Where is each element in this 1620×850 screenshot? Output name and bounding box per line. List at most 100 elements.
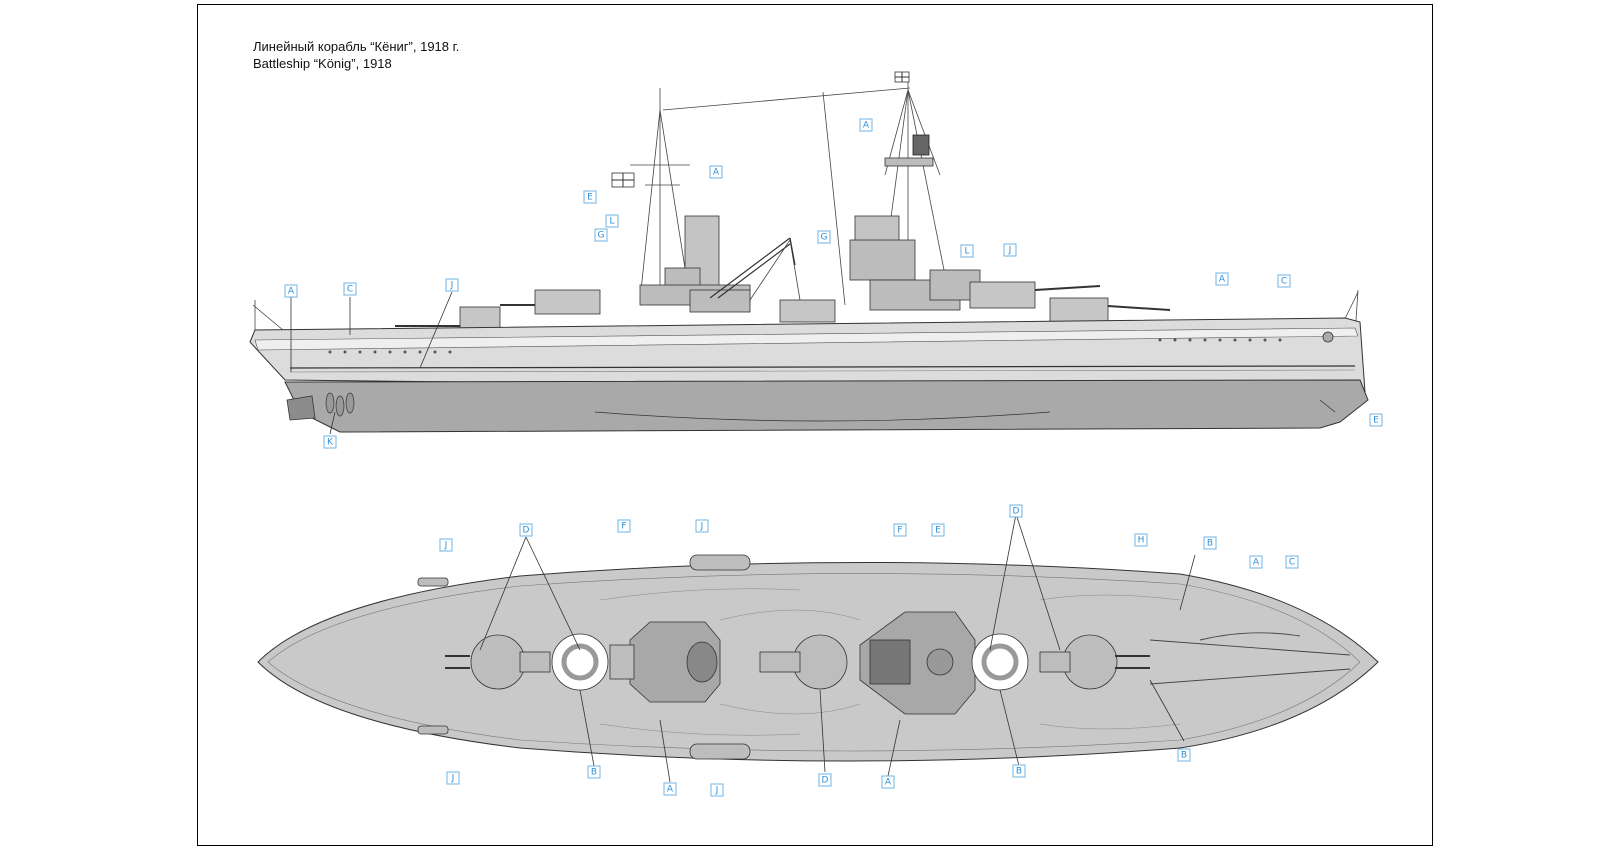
callout-box xyxy=(1009,504,1023,518)
callout-label: E xyxy=(935,526,941,536)
callout-box xyxy=(1177,748,1191,762)
callout-label: H xyxy=(1138,536,1145,546)
plan-view xyxy=(257,554,1379,762)
superstructure-plan xyxy=(609,611,976,715)
callout-label: L xyxy=(964,247,969,257)
side-callout-k: K xyxy=(323,435,337,449)
callout-label: A xyxy=(863,121,870,131)
side-callout-a: A xyxy=(1215,272,1229,286)
callout-box xyxy=(695,519,709,533)
callout-box xyxy=(439,538,453,552)
side-callout-j: J xyxy=(1003,243,1017,257)
callout-label: J xyxy=(715,786,719,796)
propellers xyxy=(325,392,355,417)
plan-callout-f: F xyxy=(617,519,631,533)
callout-label: J xyxy=(1008,246,1012,256)
anchor-chains xyxy=(1149,632,1351,685)
callout-box xyxy=(1003,243,1017,257)
plan-callout-j: J xyxy=(695,519,709,533)
plan-callout-a: A xyxy=(1249,555,1263,569)
callout-label: D xyxy=(822,776,829,786)
callout-box xyxy=(663,782,677,796)
deck-planking xyxy=(599,588,1181,736)
side-callout-c: C xyxy=(343,282,357,296)
callout-box xyxy=(960,244,974,258)
callout-label: G xyxy=(598,231,605,241)
callout-box xyxy=(617,519,631,533)
side-callout-e: E xyxy=(1369,413,1383,427)
callout-box xyxy=(818,773,832,787)
hull-underwater xyxy=(284,379,1369,433)
plan-callout-a: A xyxy=(881,775,895,789)
callout-box xyxy=(446,771,460,785)
plan-callout-h: H xyxy=(1134,533,1148,547)
callout-box xyxy=(1285,555,1299,569)
callout-label: C xyxy=(1281,277,1287,287)
callout-box xyxy=(1215,272,1229,286)
callout-label: F xyxy=(897,526,902,536)
callout-box xyxy=(343,282,357,296)
plan-callout-b: B xyxy=(1203,536,1217,550)
callout-label: J xyxy=(450,281,454,291)
plan-callout-j: J xyxy=(710,783,724,797)
leader-lines xyxy=(290,291,1336,783)
superstructure-side xyxy=(639,157,981,313)
title-russian: Линейный корабль “Кёниг”, 1918 г. xyxy=(253,39,460,54)
ensign-flags xyxy=(611,71,910,188)
plan-callout-f: F xyxy=(893,523,907,537)
callout-box xyxy=(859,118,873,132)
plan-callout-j: J xyxy=(439,538,453,552)
callout-label: A xyxy=(667,785,674,795)
callout-label: B xyxy=(591,768,597,778)
callout-box xyxy=(519,523,533,537)
callout-box xyxy=(1369,413,1383,427)
side-callout-l: L xyxy=(960,244,974,258)
callout-box xyxy=(710,783,724,797)
callout-label: K xyxy=(327,438,334,448)
callout-label: E xyxy=(1373,416,1379,426)
drawing-frame xyxy=(197,4,1433,846)
plan-callout-d: D xyxy=(818,773,832,787)
callout-label: C xyxy=(347,285,353,295)
callout-label: C xyxy=(1289,558,1295,568)
title-english: Battleship “König”, 1918 xyxy=(253,56,392,71)
callout-label: L xyxy=(609,217,614,227)
side-callout-g: G xyxy=(594,228,608,242)
side-callout-a: A xyxy=(859,118,873,132)
callout-label: G xyxy=(821,233,828,243)
callout-label: A xyxy=(1253,558,1260,568)
side-callout-a: A xyxy=(284,284,298,298)
callout-box xyxy=(709,165,723,179)
callout-label: B xyxy=(1016,767,1022,777)
plan-callout-d: D xyxy=(519,523,533,537)
callout-box xyxy=(323,435,337,449)
callout-box xyxy=(893,523,907,537)
side-callout-l: L xyxy=(605,214,619,228)
callout-label: A xyxy=(1219,275,1226,285)
plan-callout-a: A xyxy=(663,782,677,796)
side-callout-j: J xyxy=(445,278,459,292)
callout-box xyxy=(1012,764,1026,778)
callout-box xyxy=(587,765,601,779)
portholes xyxy=(328,338,1282,354)
callout-box xyxy=(1249,555,1263,569)
callout-box xyxy=(817,230,831,244)
plan-callout-e: E xyxy=(931,523,945,537)
callout-box xyxy=(594,228,608,242)
callout-box xyxy=(1277,274,1291,288)
callout-box xyxy=(1203,536,1217,550)
callout-box xyxy=(284,284,298,298)
turrets-plan xyxy=(445,633,1150,691)
main-deck-band xyxy=(254,327,1359,351)
ship-boats xyxy=(417,554,751,760)
plan-callout-j: J xyxy=(446,771,460,785)
side-callout-g: G xyxy=(817,230,831,244)
callout-label: E xyxy=(587,193,593,203)
anchor xyxy=(1322,331,1334,343)
callout-label: A xyxy=(885,778,892,788)
callout-label: B xyxy=(1207,539,1213,549)
plan-callout-b: B xyxy=(587,765,601,779)
callout-label: D xyxy=(523,526,530,536)
